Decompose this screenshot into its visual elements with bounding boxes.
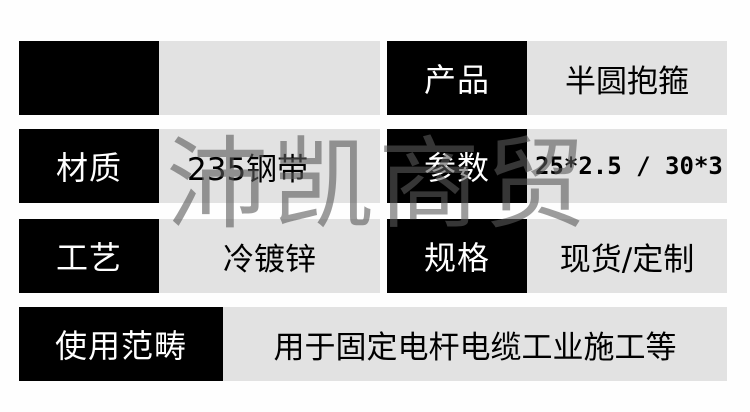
spec-label: 规格	[387, 219, 527, 293]
parameters-label: 参数	[387, 129, 527, 203]
usage-label: 使用范畴	[19, 307, 223, 381]
material-label: 材质	[19, 129, 159, 203]
spec-value: 现货/定制	[527, 219, 727, 293]
process-value: 冷镀锌	[159, 219, 380, 293]
row1-left-value	[159, 41, 380, 115]
row1-left-label	[19, 41, 159, 115]
usage-value: 用于固定电杆电缆工业施工等	[223, 307, 727, 381]
parameters-value: 25*2.5 / 30*3	[527, 129, 727, 203]
product-label: 产品	[387, 41, 527, 115]
product-value: 半圆抱箍	[527, 41, 727, 115]
process-label: 工艺	[19, 219, 159, 293]
material-value: 235钢带	[159, 129, 380, 203]
